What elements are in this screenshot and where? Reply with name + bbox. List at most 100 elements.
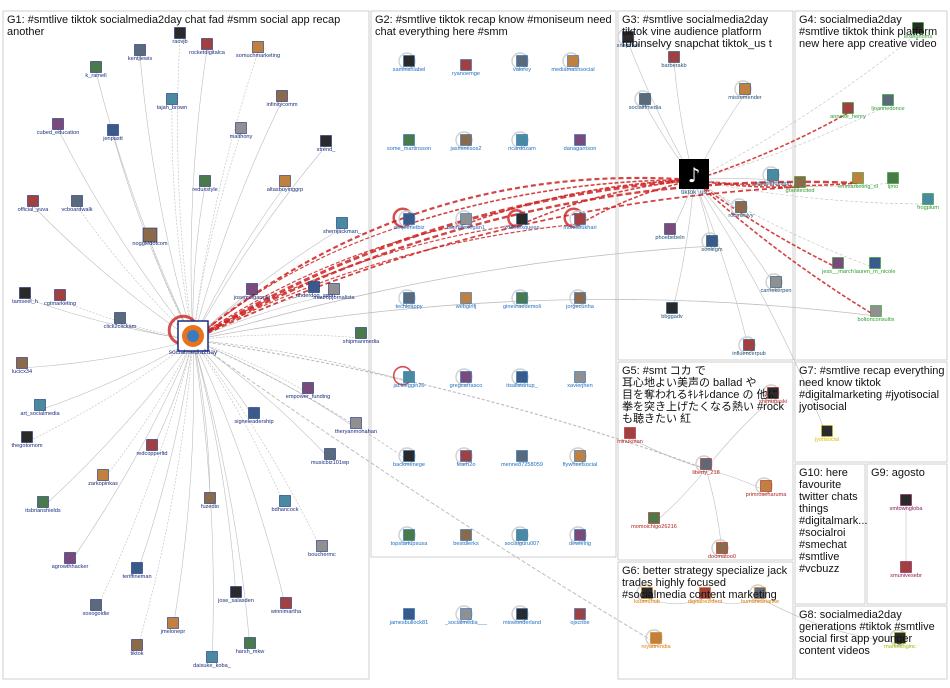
node-valorey[interactable]: valorey xyxy=(511,52,531,73)
node-raovjb[interactable]: raovjb xyxy=(172,27,188,46)
node-jorgecunha[interactable]: jorgecunha xyxy=(565,289,595,310)
node-empower_funding[interactable]: empower_funding xyxy=(286,382,330,401)
node-bbggadv[interactable]: bbggadv xyxy=(661,302,683,321)
node-malthony[interactable]: malthony xyxy=(230,122,253,141)
node-click2clickam[interactable]: click2clickam xyxy=(104,312,137,331)
node-influencerpub[interactable]: influencerpub xyxy=(732,336,766,357)
node-jmelonepr[interactable]: jmelonepr xyxy=(160,617,186,636)
node-jose_salasden[interactable]: jose_salasden xyxy=(217,586,254,605)
node-ojscribe[interactable]: ojscribe xyxy=(570,608,590,627)
node-ginevraedemoli[interactable]: ginevraedemoli xyxy=(503,289,541,310)
node-royaltrendia[interactable]: royaltrendia xyxy=(641,629,671,650)
node-emmarketing_nl[interactable]: emmarketing_nl xyxy=(838,172,878,191)
node-doomatoo0[interactable]: doomatoo0 xyxy=(708,539,736,560)
node-_underdog_sport[interactable]: _underdog_sport xyxy=(292,281,336,300)
node-tamseel_h[interactable]: tamseel_h xyxy=(12,287,38,306)
node-phoebebeln[interactable]: phoebebeln xyxy=(655,223,685,242)
node-kobmexqueen[interactable]: kobmexqueen xyxy=(504,213,540,232)
node-backmenege[interactable]: backmenege xyxy=(393,447,425,468)
node-theryanmonahan[interactable]: theryanmonahan xyxy=(335,417,377,436)
node-dewlelrig[interactable]: dewlelrig xyxy=(569,526,591,547)
node-fearh2o[interactable]: fearh2o xyxy=(455,447,475,468)
node-carriekerpen[interactable]: carriekerpen xyxy=(760,273,792,294)
node-shimugaski[interactable]: shimugaski xyxy=(759,384,787,405)
node-musicbiz101wp[interactable]: musicbiz101wp xyxy=(311,448,349,467)
node-art_socialmedia[interactable]: art_socialmedia xyxy=(20,399,60,418)
node-granitecited[interactable]: granitecited xyxy=(786,176,815,195)
node-kentjlewis[interactable]: kentjlewis xyxy=(128,44,152,63)
node-bdhancock[interactable]: bdhancock xyxy=(271,495,299,514)
node-smunivesebr[interactable]: smunivesebr xyxy=(890,561,922,580)
node-reduxstyle[interactable]: reduxstyle xyxy=(192,175,218,194)
node-boltonconsultix[interactable]: boltonconsultix xyxy=(857,305,895,324)
node-daisuke_koba_[interactable]: daisuke_koba_ xyxy=(193,651,232,670)
node-blairellenegan1[interactable]: blairellenegan1 xyxy=(447,210,485,231)
node-sherrijackman_[interactable]: sherrijackman_ xyxy=(323,217,362,236)
node-itsbrianshields[interactable]: itsbrianshields xyxy=(25,496,61,515)
node-fuzedio[interactable]: fuzedio xyxy=(201,492,219,511)
node-robinselvy[interactable]: robinselvy xyxy=(728,198,754,219)
node-wheelerdesign[interactable]: wheelerdesign xyxy=(754,166,791,187)
node-shipmanmedia[interactable]: shipmanmedia xyxy=(343,327,380,346)
node-thegotomom[interactable]: thegotomom xyxy=(11,431,43,450)
node-lexingnoms[interactable]: lexingnoms xyxy=(904,22,932,41)
node-noggledotcom[interactable]: noggledotcom xyxy=(132,227,168,247)
node-sonlegm[interactable]: sonlegm xyxy=(701,232,723,253)
node-frogplum[interactable]: frogplum xyxy=(917,193,939,212)
node-jyotisocial[interactable]: jyotisocial xyxy=(814,425,839,444)
node-monisbukhari[interactable]: monisbukhari xyxy=(563,210,597,231)
node-gregcarrasco[interactable]: gregcarrasco xyxy=(450,368,483,389)
node-danagarrison[interactable]: danagarrison xyxy=(564,134,597,153)
node-altasbuyinggrp[interactable]: altasbuyinggrp xyxy=(267,175,303,194)
node-techleappy[interactable]: techleappy xyxy=(395,289,423,310)
node-tiktok_us[interactable]: ♪tiktok_us xyxy=(679,159,709,196)
node-jasminesos2[interactable]: jasminesos2 xyxy=(449,131,482,152)
node-ksumuhub[interactable]: ksumuhub xyxy=(634,584,660,605)
node-ryanoemge[interactable]: ryanoemge xyxy=(452,59,480,78)
node-mediamashsocial[interactable]: mediamashsocial xyxy=(551,52,595,73)
node-itsallstartup_[interactable]: itsallstartup_ xyxy=(506,368,539,389)
node-mauropjornalista[interactable]: mauropjornalista xyxy=(313,283,356,302)
node-miowonderland[interactable]: miowonderland xyxy=(503,605,541,626)
node-lucicx34[interactable]: lucicx34 xyxy=(12,357,32,376)
node-minukotan[interactable]: minukotan xyxy=(617,427,643,446)
node-winnimartha[interactable]: winnimartha xyxy=(270,597,302,616)
node-harsh_mkw[interactable]: harsh_mkw xyxy=(236,637,266,656)
node-lauren_m_nicole[interactable]: lauren_m_nicole xyxy=(854,257,896,276)
node-ljoannedonce[interactable]: ljoannedonce xyxy=(871,94,905,113)
node-samirishlabel[interactable]: samirishlabel xyxy=(393,52,426,73)
node-webgirlfj[interactable]: webgirlfj xyxy=(455,292,477,311)
node-barberakb[interactable]: barberakb xyxy=(661,51,687,70)
node-signeleadership[interactable]: signeleadership xyxy=(234,407,274,426)
node-tajah_brown[interactable]: tajah_brown xyxy=(157,93,187,112)
node-jamesbullock81[interactable]: jamesbullock81 xyxy=(389,608,429,627)
node-tjmo[interactable]: tjmo xyxy=(887,172,899,191)
node-k_ramell[interactable]: k_ramell xyxy=(85,61,107,80)
node-smtowngloba[interactable]: smtowngloba xyxy=(890,494,924,513)
node-zarkopinkas[interactable]: zarkopinkas xyxy=(88,469,118,488)
node-cgtmarketing[interactable]: cgtmarketing xyxy=(44,289,76,308)
node-menne87258059[interactable]: menne87258059 xyxy=(501,450,543,469)
node-agrowthhacker[interactable]: agrowthhacker xyxy=(52,552,89,571)
node-socialguru007[interactable]: socialguru007 xyxy=(505,526,540,547)
node-infinitycomm[interactable]: infinitycomm xyxy=(266,90,298,109)
node-cubed_education[interactable]: cubed_education xyxy=(37,118,80,137)
node-strend_[interactable]: strend_ xyxy=(317,135,337,154)
node-digitalrezident[interactable]: digitalrezident xyxy=(688,587,723,606)
node-bestdlerks[interactable]: bestdlerks xyxy=(453,529,479,548)
node-redcopperltd[interactable]: redcopperltd xyxy=(136,439,168,458)
node-jackleggin26[interactable]: jackleggin26 xyxy=(392,371,425,390)
node-official_yuva[interactable]: official_yuva xyxy=(18,195,50,214)
node-some_martinsson[interactable]: some_martinsson xyxy=(387,134,431,153)
node-humanitarianke[interactable]: humanitarianke xyxy=(741,584,779,605)
node-marketinginc[interactable]: marketinginc xyxy=(884,629,916,650)
node-annette_henry[interactable]: annette_henry xyxy=(830,102,866,121)
node-vcboardwalk[interactable]: vcboardwalk xyxy=(61,195,93,214)
node-momoichigo26216[interactable]: momoichigo26216 xyxy=(631,512,677,531)
node-jess__march[interactable]: jess__march xyxy=(821,257,854,276)
node-tiktok[interactable]: tiktok xyxy=(130,639,144,658)
node-flywheelsocial[interactable]: flywheelsocial xyxy=(563,447,598,468)
node-teriffineman[interactable]: teriffineman xyxy=(122,562,152,581)
node-topstartupsusa[interactable]: topstartupsusa xyxy=(391,526,429,547)
node-josemelgarmkt[interactable]: josemelgarmkt xyxy=(233,283,271,302)
